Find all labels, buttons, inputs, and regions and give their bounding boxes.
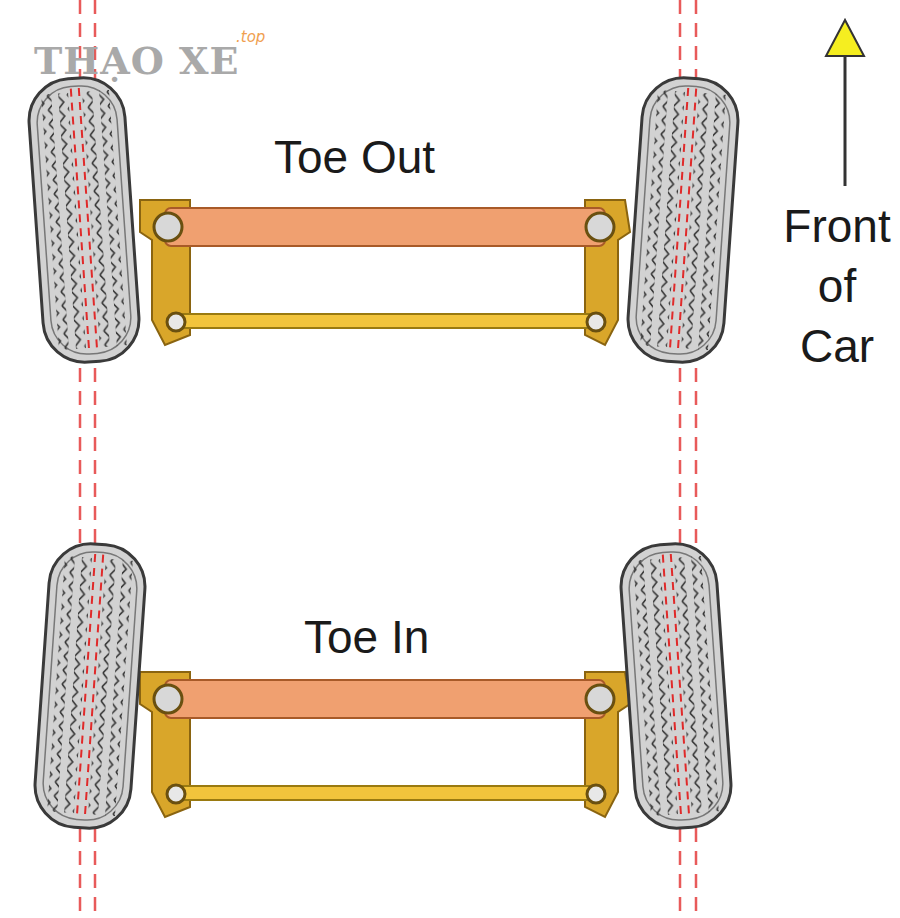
arrow-head xyxy=(826,20,864,56)
wheel xyxy=(32,541,148,831)
wheel xyxy=(26,75,142,365)
toe-out-linkage xyxy=(140,200,630,345)
toe-out-label: Toe Out xyxy=(274,130,435,184)
wheel xyxy=(618,541,734,831)
front-of-car-label: Front of Car xyxy=(778,196,896,376)
wheel xyxy=(625,75,741,365)
watermark: THẠO XE xyxy=(34,38,239,83)
toe-in-label: Toe In xyxy=(304,610,429,664)
watermark-suffix: .top xyxy=(236,28,265,46)
toe-in-linkage xyxy=(140,672,630,817)
direction-arrow xyxy=(844,52,847,186)
